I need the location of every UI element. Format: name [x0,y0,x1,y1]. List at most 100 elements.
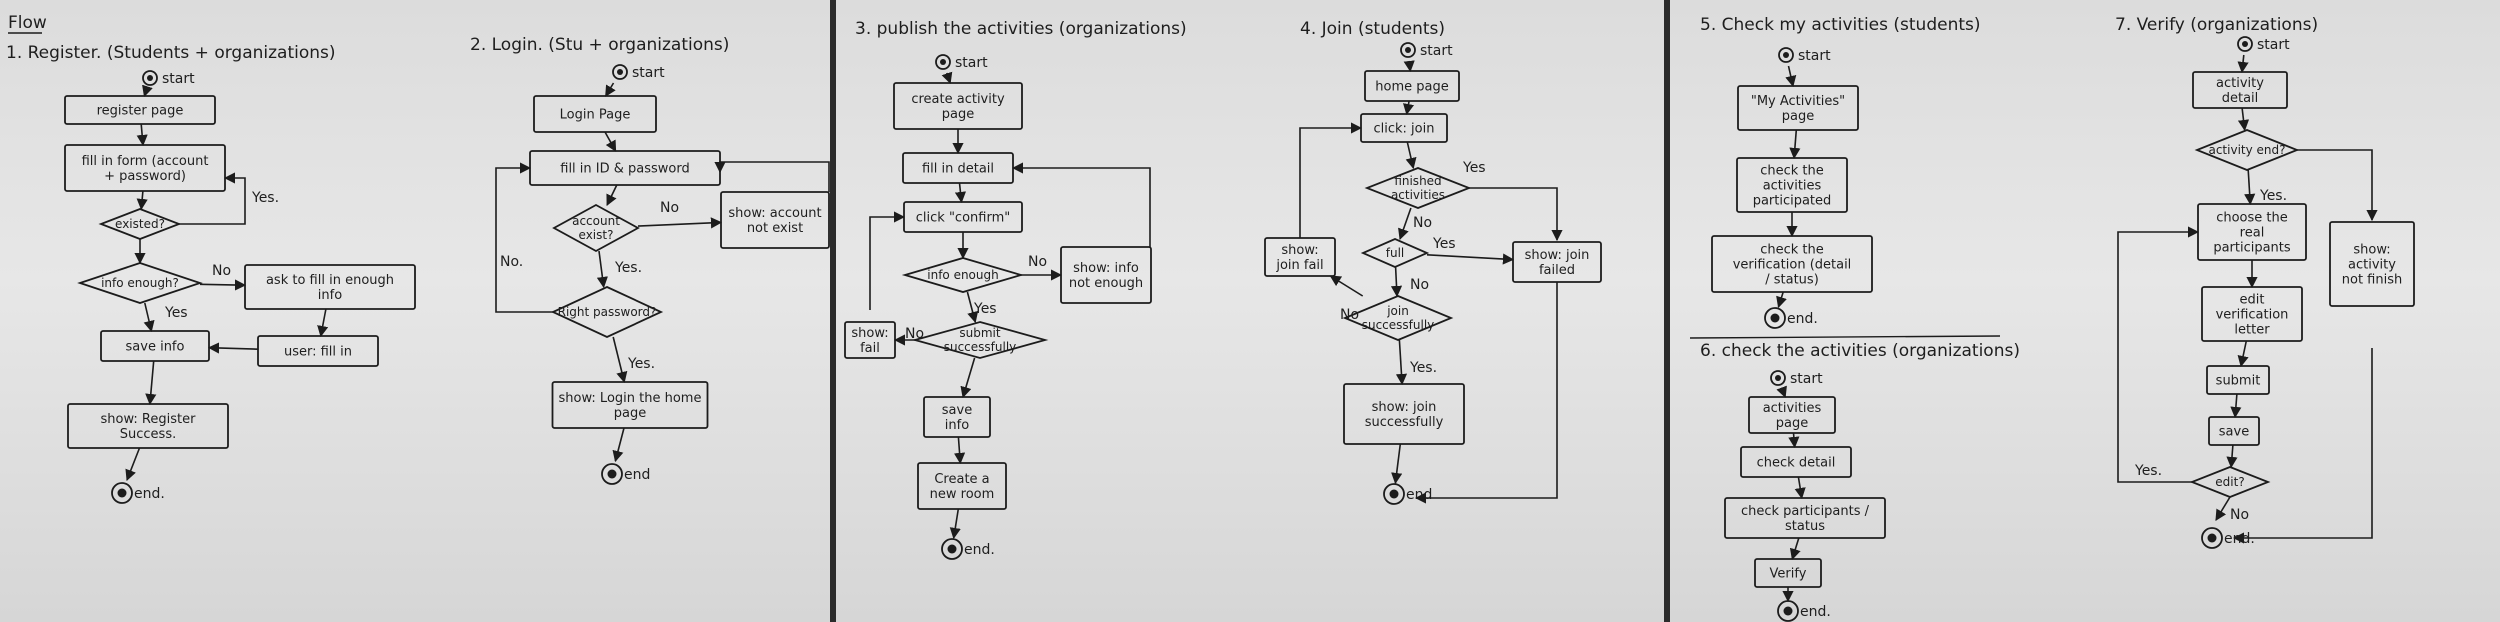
end-dot [1389,489,1399,499]
section-title: 4. Join (students) [1300,19,1445,39]
edge-e6 [199,279,247,291]
start-icon [1778,47,1794,63]
start-icon [1770,370,1786,386]
edge-label: No [1340,307,1359,323]
node-label-line: ask to fill in enough [266,273,394,288]
node-process: user: fill in [257,335,379,367]
node-process: fill in detail [902,152,1014,184]
node-label-line: check the [1760,164,1824,179]
end-icon [111,482,133,504]
process-box [64,95,216,125]
edge-e23 [954,182,967,204]
process-box [2201,286,2303,342]
node-process: "My Activities"page [1737,85,1859,131]
start-dot [1775,375,1781,381]
node-label: end. [964,542,995,558]
edge-e2 [136,123,148,147]
node-label-line: check the [1760,243,1824,258]
node-label: end. [1800,604,1831,620]
node-label-line: fill in form (account [82,154,209,169]
node-label: submit [2216,374,2261,389]
edge-e43 [1391,443,1403,485]
edge-e64 [2215,496,2231,521]
node-label-line: edit [2240,293,2265,308]
start-dot [147,75,153,81]
node-decision: full [1360,238,1430,268]
edge-e8 [207,342,259,354]
section-title: 2. Login. (Stu + organizations) [470,35,729,55]
edge-e61 [2230,393,2242,419]
end-icon [1383,483,1405,505]
edge-e10 [145,360,157,406]
node-label-line: save [942,403,972,418]
process-box [529,150,721,186]
edge-e39 [1390,266,1403,298]
process-box [1748,396,1836,434]
process-box [1360,113,1448,143]
edge-e34 [1403,100,1415,116]
section-title: 6. check the activities (organizations) [1700,341,2020,361]
node-label-line: verification (detail [1733,258,1852,273]
decision-diamond [77,262,203,304]
process-box [551,381,709,429]
node-label-line: show: info [1073,261,1139,276]
edge-e46 [1789,129,1801,160]
node-label: fill in form (account+ password) [82,154,209,184]
edge-e11 [125,447,141,482]
edge-e1 [142,84,153,98]
edge-label: Yes [1462,160,1486,176]
start-icon [2237,36,2253,52]
node-process: Verify [1754,558,1822,588]
node-label-line: new room [930,487,995,502]
edge-e55 [2237,107,2250,132]
decision-diamond [911,321,1049,359]
start-icon [612,64,628,80]
node-label-line: participants [2213,241,2291,256]
end-dot [1770,313,1780,323]
section-title: 7. Verify (organizations) [2115,15,2318,35]
edge-label: No [212,263,231,279]
node-end: end. [2201,527,2255,549]
node-label: start [2257,37,2290,53]
node-label: show:fail [851,326,888,356]
edge-e18 [495,162,553,313]
node-label-line: info [945,418,969,433]
node-label-line: show: Login the home [559,391,702,406]
node-label-line: participated [1753,194,1832,209]
section-title: 3. publish the activities (organizations… [855,19,1187,39]
edge-label: No [1413,215,1432,231]
node-end: end [601,463,650,485]
process-box [1736,157,1848,213]
node-process: save [2208,416,2260,446]
node-label-line: verification [2216,308,2289,323]
node-label: full [1386,246,1405,260]
edge-e54 [2237,54,2249,74]
node-label-line: / status) [1765,273,1819,288]
node-label: start [1790,371,1823,387]
decision-diamond [1360,238,1430,268]
process-box [1512,241,1602,283]
end-dot [2207,533,2217,543]
end-dot [1783,606,1793,616]
end-icon [1764,307,1786,329]
process-box [1060,246,1152,304]
process-box [1754,558,1822,588]
node-label-line: real [2240,226,2265,241]
node-label: start [632,65,665,81]
node-process: home page [1364,70,1460,102]
